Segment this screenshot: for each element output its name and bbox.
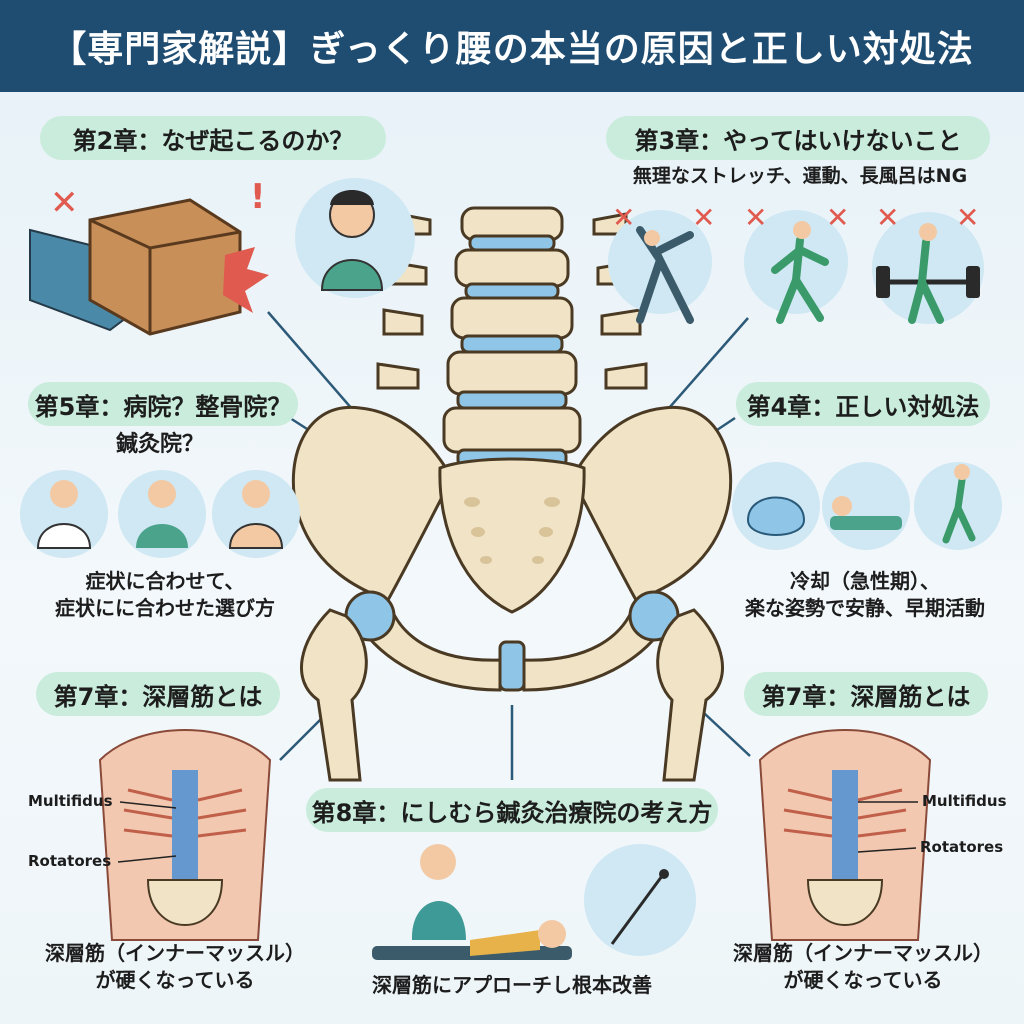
warning-exclamation-icon: ! [250,177,266,217]
ng-x-icon: ✕ [50,183,79,223]
chapter8-heading: 第8章：にしむら鍼灸治療院の考え方 [306,788,718,832]
ng-x-icon: ✕ [612,201,636,234]
chapter7-left-heading-text: 第7章：深層筋とは [53,682,263,711]
chapter7-right-heading: 第7章：深層筋とは [744,672,988,716]
acupuncture-needle-illustration [584,844,696,956]
multifidus-label-right: Multifidus [922,792,1007,810]
chapter8-caption: 深層筋にアプローチし根本改善 [372,973,652,997]
multifidus-label-left: Multifidus [28,792,113,810]
chapter4-heading: 第4章：正しい対処法 [736,382,990,426]
chapter7-left-caption-line1: 深層筋（インナーマッスル） [45,941,305,965]
chapter5-heading-text: 第5章：病院？整骨院？ [34,392,292,421]
lifting-box-illustration [29,198,269,336]
ng-x-icon: ✕ [876,201,900,234]
ng-exercise-illustrations [608,210,984,324]
pelvis-spine-illustration [291,206,733,782]
chapter7-right-caption-line1: 深層筋（インナーマッスル） [733,941,993,965]
chapter4-caption-line1: 冷却（急性期）、 [790,569,940,593]
chapter7-left-heading: 第7章：深層筋とは [36,672,280,716]
chapter5-heading: 第5章：病院？整骨院？ [28,382,298,426]
page-title: 【専門家解説】ぎっくり腰の本当の原因と正しい対処法 [50,29,974,70]
chapter8-heading-text: 第8章：にしむら鍼灸治療院の考え方 [311,798,713,827]
ng-x-icon: ✕ [744,201,768,234]
chapter3-subtitle: 無理なストレッチ、運動、長風呂はNG [632,165,968,187]
chapter3-heading: 第3章：やってはいけないこと [606,116,990,160]
chapter5-caption-line2: 症状にに合わせた選び方 [55,596,275,620]
ng-x-icon: ✕ [692,201,716,234]
chapter7-left-caption-line2: が硬くなっている [95,968,255,992]
ng-x-icon: ✕ [826,201,850,234]
title-banner: 【専門家解説】ぎっくり腰の本当の原因と正しい対処法 [0,0,1024,92]
chapter7-right-heading-text: 第7章：深層筋とは [761,682,971,711]
chapter2-heading: 第2章：なぜ起こるのか？ [40,116,386,160]
muscle-label-pointers [117,801,918,863]
chapter7-left-caption: 深層筋（インナーマッスル） が硬くなっている [30,940,320,994]
chapter4-caption: 冷却（急性期）、 楽な姿勢で安静、早期活動 [730,568,1000,622]
clinic-choice-illustrations [20,470,300,558]
chapter4-caption-line2: 楽な姿勢で安静、早期活動 [745,596,985,620]
spine-icon [376,206,648,468]
chapter5-heading-line2: 鍼灸院？ [115,432,204,457]
back-muscles-left [98,729,272,941]
worried-person-illustration [295,178,415,298]
acupuncture-treatment-illustration [372,844,572,960]
chapter5-caption: 症状に合わせて、 症状にに合わせた選び方 [30,568,300,622]
chapter5-caption-line1: 症状に合わせて、 [85,569,245,593]
ng-x-icon: ✕ [956,201,980,234]
rotatores-label-left: Rotatores [28,852,112,870]
chapter3-heading-text: 第3章：やってはいけないこと [634,126,962,155]
rotatores-label-right: Rotatores [920,838,1004,856]
chapter7-right-caption: 深層筋（インナーマッスル） が硬くなっている [718,940,1008,994]
correct-treatment-illustrations [732,462,1002,550]
chapter2-heading-text: 第2章：なぜ起こるのか？ [72,126,354,155]
back-muscles-right [758,729,932,941]
chapter7-right-caption-line2: が硬くなっている [783,968,943,992]
chapter4-heading-text: 第4章：正しい対処法 [746,392,980,421]
